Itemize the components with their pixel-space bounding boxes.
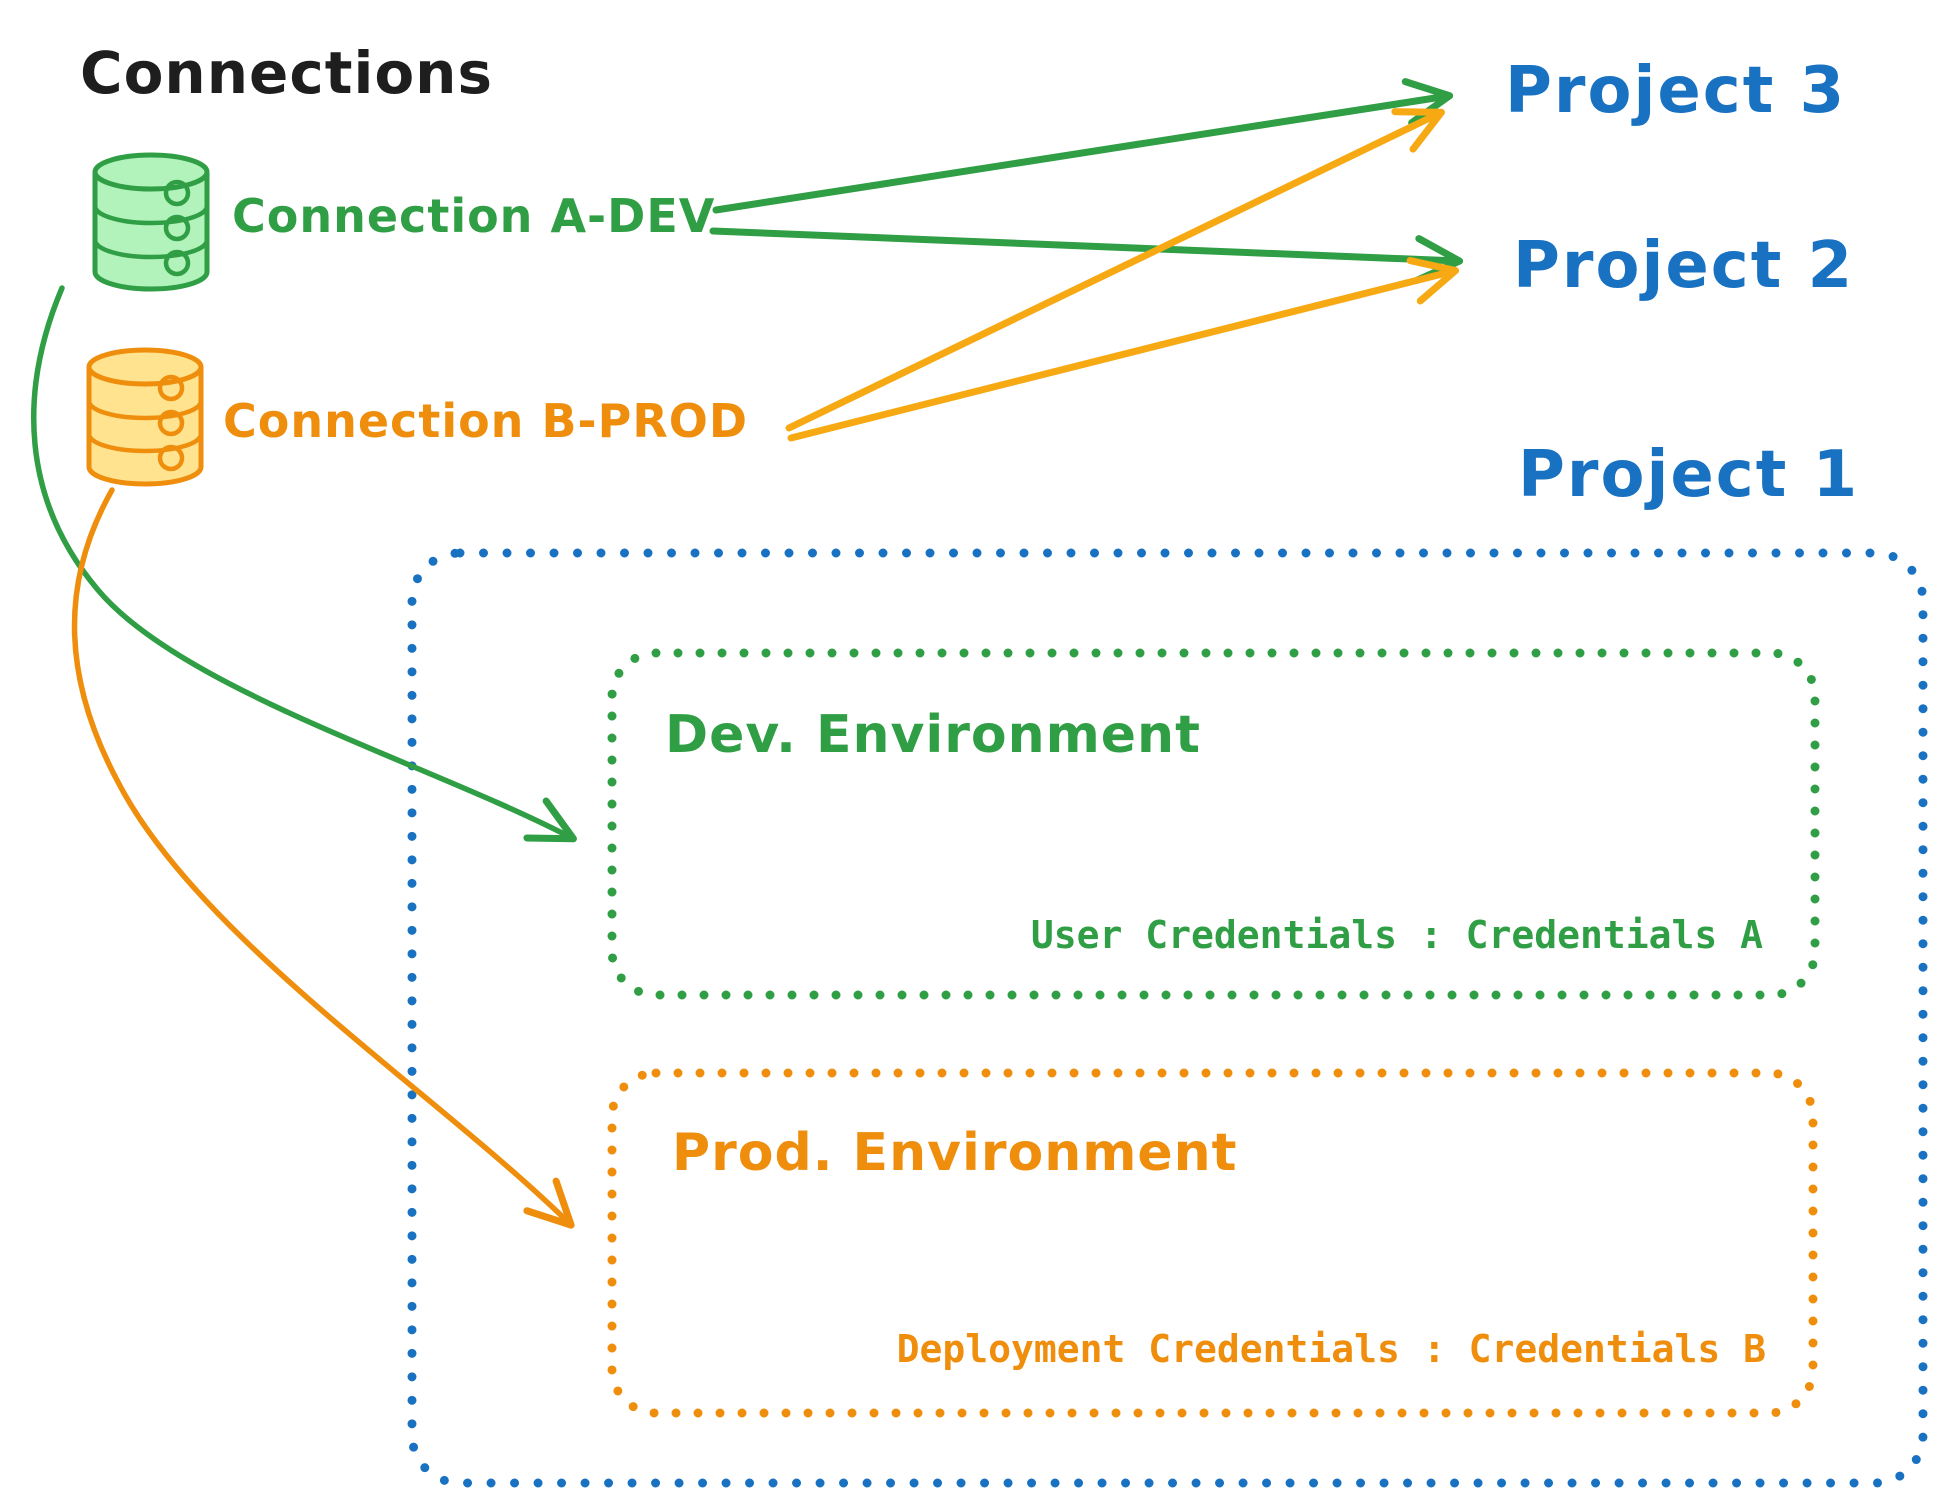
project-1-label: Project 1 [1518,438,1859,512]
database-icon-b-prod [86,347,204,487]
connection-b-prod-label: Connection B-PROD [223,394,748,448]
database-icon-a-dev [92,152,210,292]
arrow-a-dev-to-dev-environment [30,285,577,843]
arrow-a-dev-to-project-3 [712,78,1454,214]
dev-environment-credentials: User Credentials : Credentials A [1031,913,1763,957]
prod-environment-credentials: Deployment Credentials : Credentials B [897,1327,1766,1371]
arrow-b-prod-to-project-2 [787,257,1460,442]
arrow-b-prod-to-prod-environment [71,487,575,1229]
arrow-b-prod-to-project-3 [785,108,1445,432]
diagram-title: Connections [80,39,493,107]
project-3-label: Project 3 [1505,54,1846,128]
dev-environment-box [607,648,1820,1000]
connection-a-dev-label: Connection A-DEV [232,189,715,243]
project-2-label: Project 2 [1513,229,1854,303]
arrow-a-dev-to-project-2 [709,227,1464,284]
dev-environment-title: Dev. Environment [665,705,1201,765]
prod-environment-title: Prod. Environment [672,1123,1238,1183]
project1-container-box [407,548,1928,1488]
